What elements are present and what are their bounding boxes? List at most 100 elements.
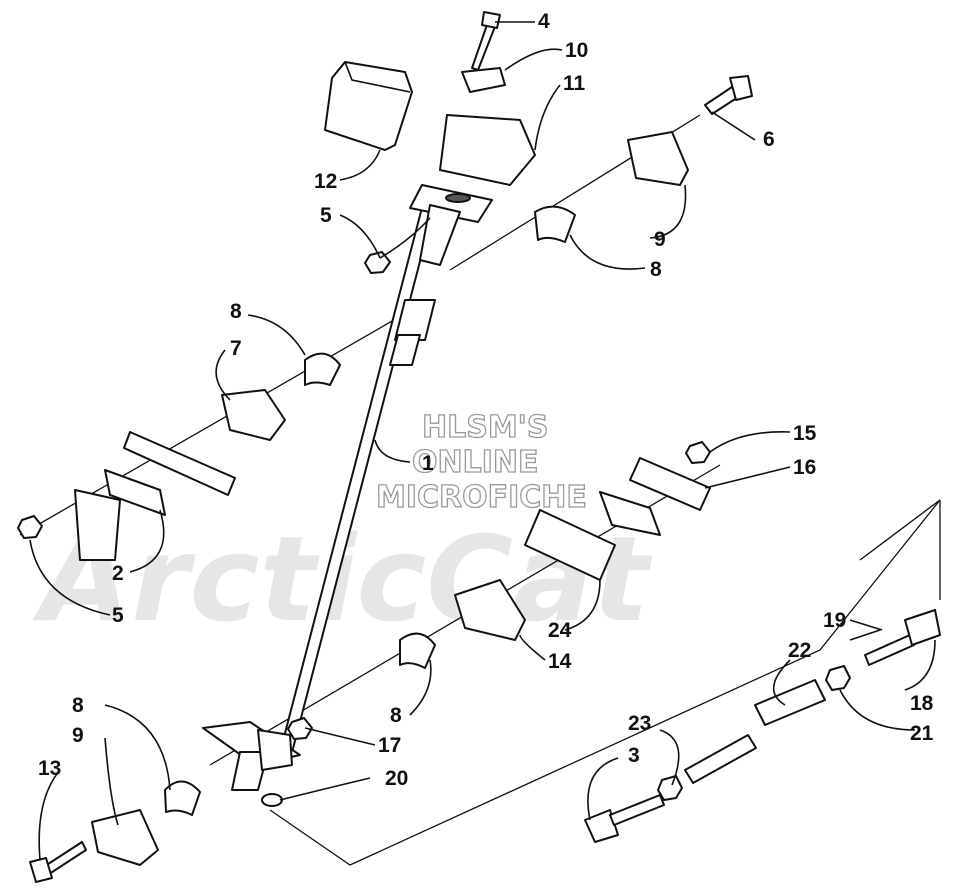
tie-rod-end-18-shaft	[864, 634, 915, 666]
callout-17: 17	[378, 734, 401, 757]
upper-bolt-6-head	[729, 75, 753, 101]
callout-16: 16	[793, 456, 816, 479]
watermark-line1: HLSM'S	[422, 410, 548, 445]
cotter-pin-19	[849, 629, 881, 641]
steering-post-collar-lower	[389, 334, 421, 366]
callout-19: 19	[823, 609, 846, 632]
handlebar-block-assembly	[439, 11, 536, 186]
link-plate	[599, 491, 661, 536]
leader-9-bottom	[104, 737, 119, 826]
callout-21: 21	[910, 722, 934, 745]
left-bushing-upper	[304, 352, 341, 386]
handlebar-cap	[461, 67, 506, 93]
washer-20	[261, 793, 283, 807]
callout-13: 13	[38, 757, 61, 780]
leader-10	[504, 48, 563, 71]
leader-6	[711, 111, 756, 141]
callout-12: 12	[314, 170, 337, 193]
tie-rod-end-18	[904, 609, 941, 646]
upper-right-clamp	[627, 131, 689, 186]
callout-8-lower: 8	[390, 704, 402, 727]
callout-10: 10	[565, 39, 588, 62]
watermark-line2: ONLINE	[412, 445, 539, 480]
handlebar-pad-edge	[344, 61, 411, 93]
upper-right-clamp-group	[534, 75, 753, 243]
cap-bolt	[471, 21, 497, 71]
handlebar-block	[439, 114, 536, 186]
cap-bolt-head	[481, 11, 501, 29]
lower-clamp-14	[454, 579, 526, 641]
handlebar-pad-body	[324, 61, 413, 151]
tie-rod-assembly	[584, 609, 941, 843]
leader-lines	[29, 21, 936, 861]
left-bracket-2	[74, 489, 121, 561]
lower-clamp-group	[399, 579, 526, 669]
leader-22	[772, 659, 791, 706]
tie-rod-end-3-shaft	[609, 794, 665, 826]
leader-18-21	[839, 639, 936, 731]
left-clamp-7	[221, 389, 286, 441]
callout-6: 6	[763, 128, 775, 151]
tie-rod-bracket-line	[269, 499, 941, 866]
right-plate-group	[524, 441, 711, 581]
leader-11	[534, 84, 561, 151]
callout-5-upper: 5	[320, 204, 332, 227]
plate-16	[629, 457, 711, 511]
leader-8-lower	[409, 659, 432, 716]
top-plate-hole	[445, 193, 471, 203]
leader-3	[587, 757, 619, 821]
leader-24	[564, 579, 601, 631]
nut-5-upper	[364, 251, 391, 274]
callout-15: 15	[793, 422, 817, 445]
callout-4: 4	[538, 10, 550, 33]
callout-7: 7	[230, 337, 242, 360]
leader-13	[38, 769, 61, 861]
left-mount-plate	[104, 469, 166, 516]
bottom-clamp-9	[91, 809, 159, 866]
left-clamp-group	[17, 352, 341, 561]
nut-15	[685, 441, 711, 464]
leader-20	[279, 777, 371, 801]
leader-9-upper	[649, 184, 687, 239]
callout-18: 18	[910, 692, 934, 715]
leader-2	[129, 509, 165, 573]
callout-3: 3	[628, 744, 640, 767]
callout-8-upper: 8	[650, 258, 662, 281]
leader-12	[339, 149, 381, 181]
steering-post-upper-bracket	[419, 204, 461, 266]
tie-rod-sleeve-22	[754, 679, 826, 726]
nut-5-lower	[17, 515, 43, 539]
tie-rod-end-3	[584, 809, 619, 843]
leader-17	[304, 727, 376, 746]
leader-23	[659, 729, 680, 786]
steering-post-lower-bracket	[257, 729, 293, 771]
callout-8-bottom: 8	[72, 694, 84, 717]
tie-rod-bracket-inner	[859, 499, 941, 561]
leader-5-upper	[339, 214, 431, 259]
leader-1	[374, 439, 411, 463]
callout-20: 20	[385, 767, 408, 790]
leader-16	[704, 466, 791, 489]
steering-post	[202, 184, 493, 791]
callout-9-upper: 9	[654, 228, 666, 251]
lower-bushing	[399, 632, 436, 669]
callout-14: 14	[548, 650, 572, 673]
callout-5-lower: 5	[112, 604, 124, 627]
leader-5-lower	[29, 539, 111, 616]
tie-rod-adjuster	[684, 734, 757, 784]
leader-8-upper	[569, 234, 646, 270]
steering-post-lower-end	[231, 751, 269, 791]
bolt-13-head	[29, 857, 53, 883]
jam-nut-23	[657, 775, 683, 801]
callout-8-left: 8	[230, 300, 242, 323]
leader-15	[709, 431, 791, 453]
leader-8-bottom	[104, 704, 171, 791]
callout-1: 1	[422, 452, 434, 475]
callout-9-bottom: 9	[72, 724, 84, 747]
nut-17	[287, 717, 313, 740]
callout-labels: 4 10 11 6 12 5 9 8 8 7 1 15 16 2 5 24 14…	[38, 10, 934, 790]
callout-2: 2	[112, 562, 124, 585]
bottom-bushing	[164, 780, 201, 816]
callout-11: 11	[563, 72, 586, 95]
bottom-left-clamp-group	[29, 780, 201, 883]
